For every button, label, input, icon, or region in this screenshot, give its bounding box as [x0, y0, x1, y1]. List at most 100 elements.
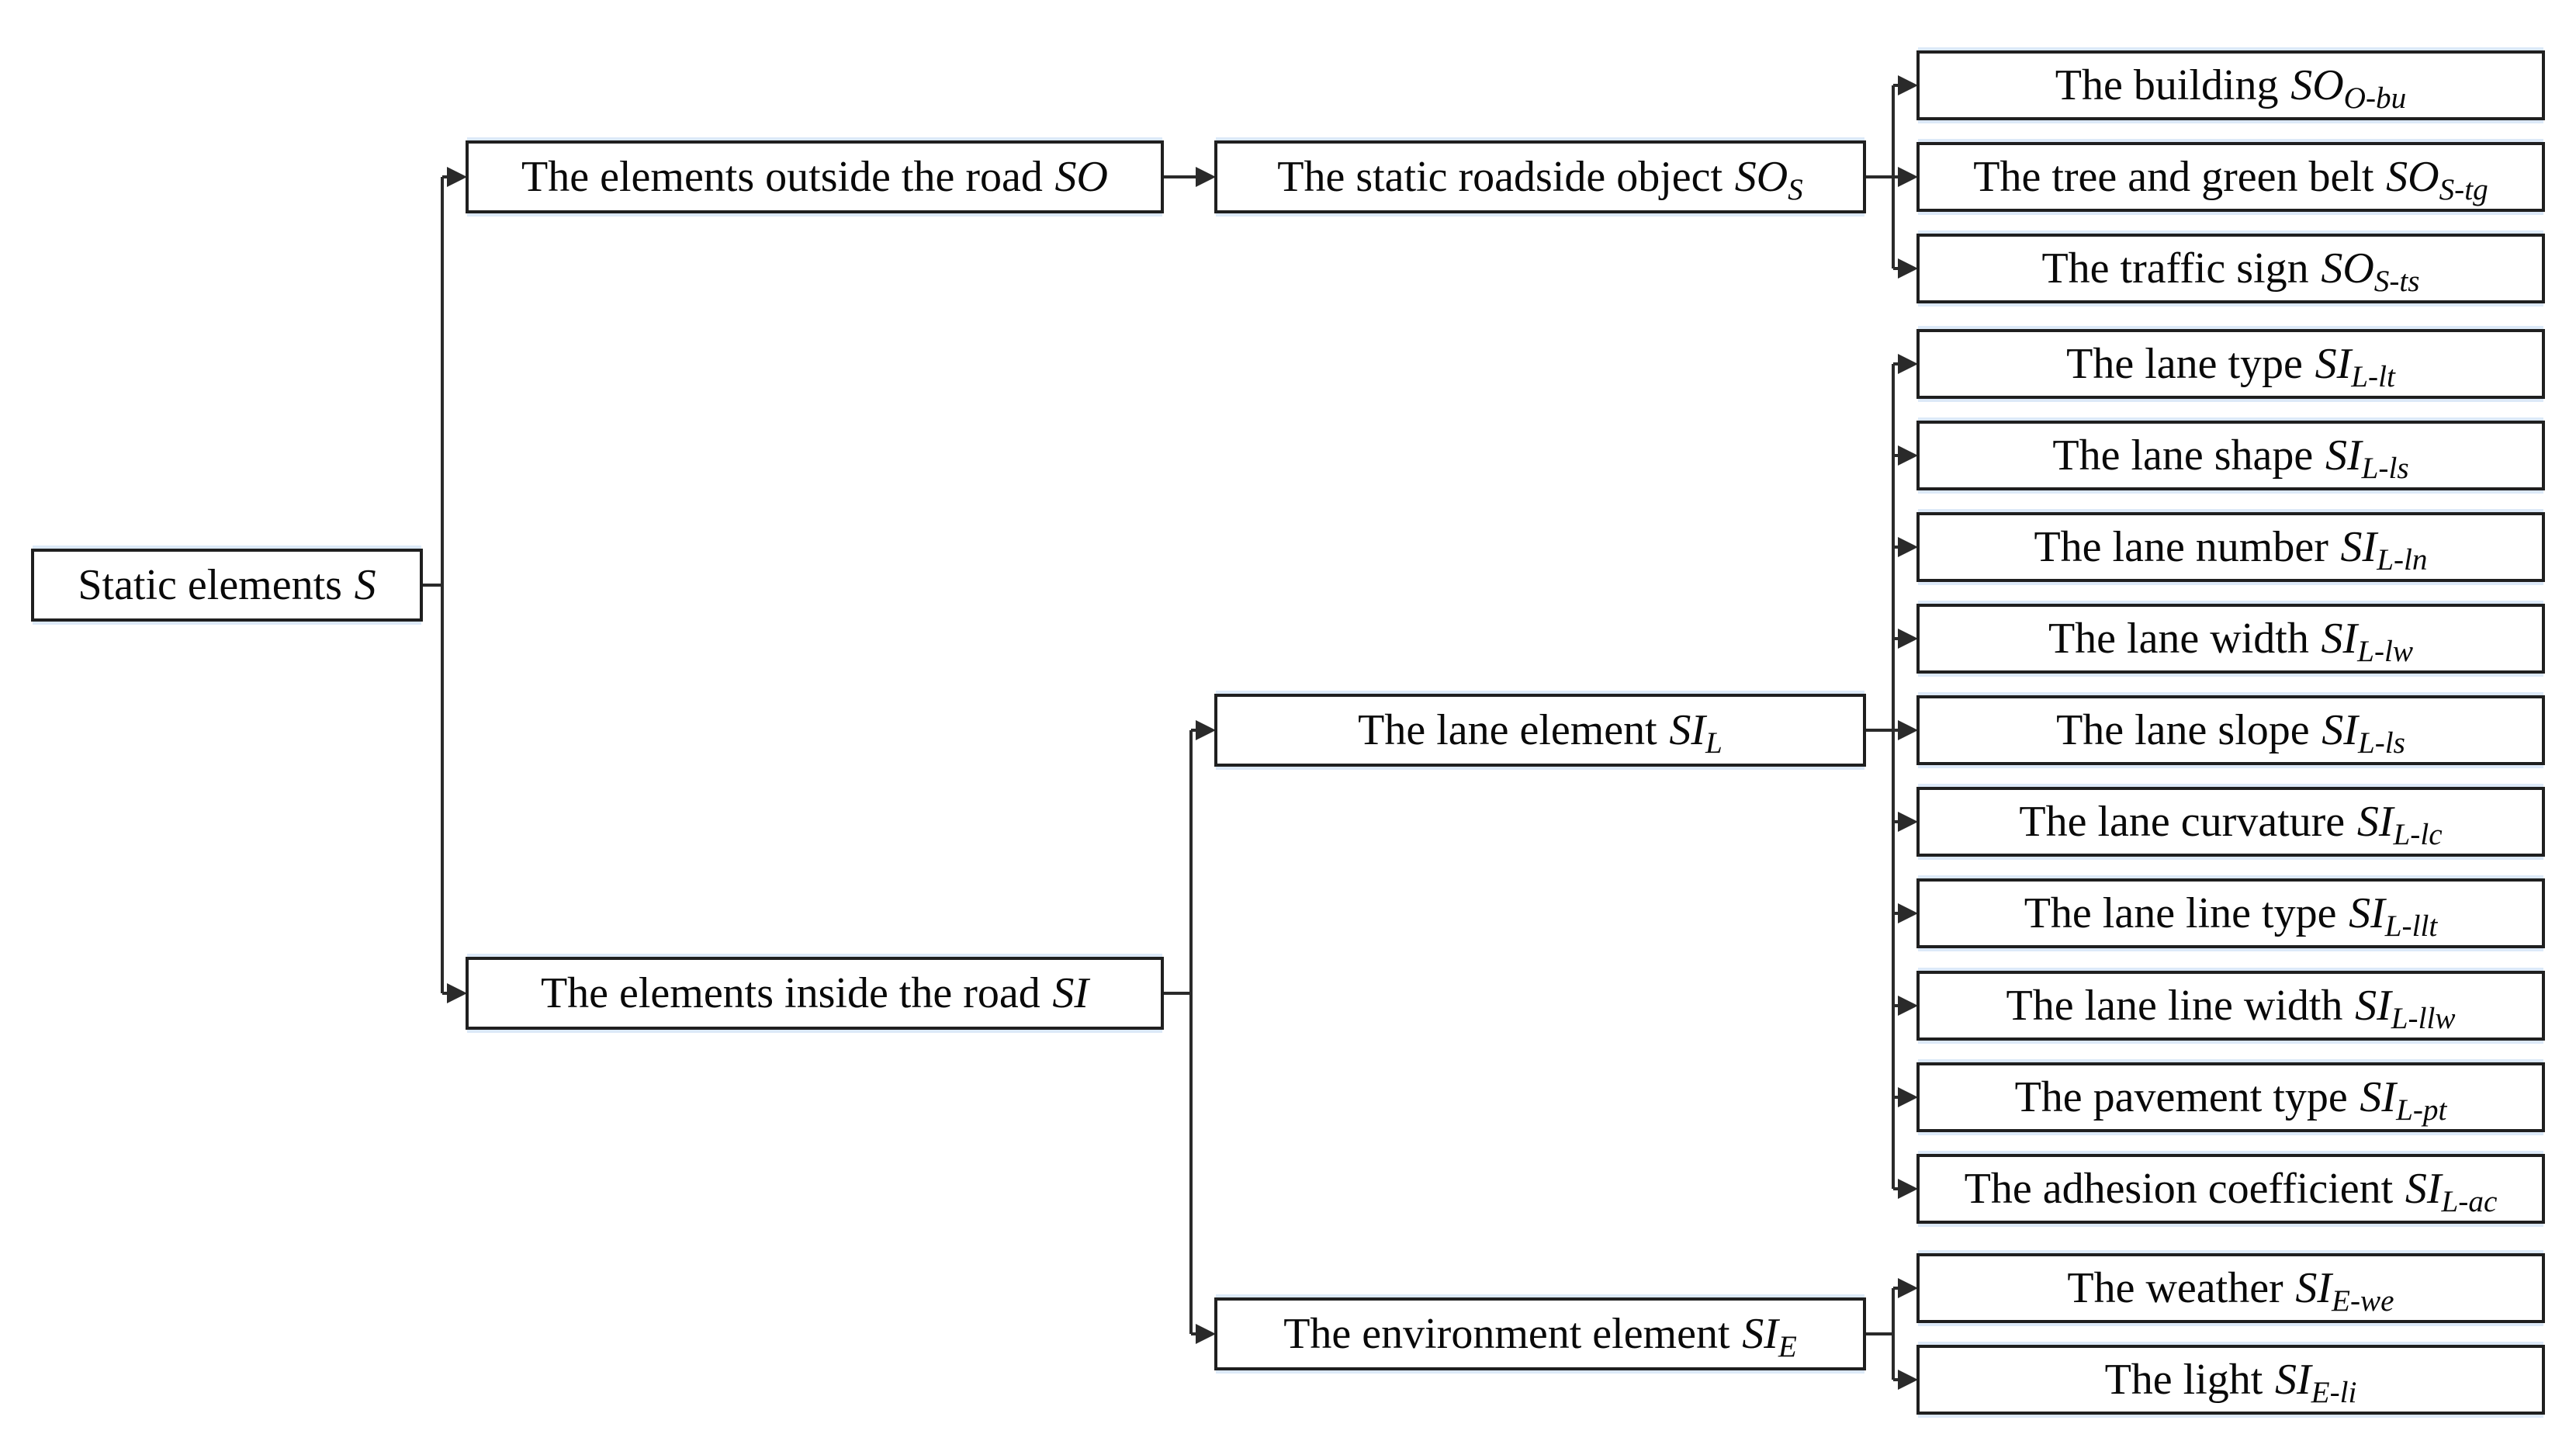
arrowhead-lane-shape: [1898, 445, 1918, 466]
node-label: The lane shape: [2052, 431, 2314, 480]
node-subscript: L-llw: [2391, 1001, 2456, 1035]
node-symbol: SI: [1052, 969, 1089, 1017]
node-symbol: SIL: [1669, 706, 1723, 760]
node-label: The adhesion coefficient: [1964, 1165, 2394, 1213]
node-symbol: SO: [1054, 153, 1108, 201]
arrowhead-pavement-type: [1898, 1087, 1918, 1107]
node-label: The lane line type: [2024, 889, 2337, 937]
connector-from-static-roadside-object: [1864, 84, 1904, 270]
node-subscript: L-ls: [2361, 451, 2409, 485]
node-label: The traffic sign: [2041, 244, 2309, 293]
node-symbol: SIL-ls: [2322, 706, 2405, 760]
arrowhead-adhesion-coefficient: [1898, 1179, 1918, 1199]
arrowhead-lane-element: [1196, 720, 1216, 740]
node-subscript: E-we: [2332, 1283, 2394, 1318]
node-symbol: S: [354, 561, 376, 609]
arrowhead-static-roadside-object: [1196, 167, 1216, 187]
node-label: Static elements: [78, 561, 342, 609]
node-symbol: SIL-llw: [2355, 982, 2456, 1035]
node-symbol: SIL-pt: [2360, 1073, 2447, 1127]
node-label: The lane curvature: [2019, 798, 2346, 846]
arrowhead-light: [1898, 1370, 1918, 1390]
node-symbol: SOO-bu: [2290, 61, 2407, 115]
node-label: The building: [2055, 61, 2279, 109]
node-label: The lane slope: [2056, 706, 2310, 754]
node-label: The weather: [2067, 1264, 2283, 1312]
connector-from-lane-element: [1864, 362, 1904, 1190]
node-symbol: SIL-lw: [2321, 615, 2414, 668]
connector-from-elements-inside-road: [1162, 729, 1202, 1335]
arrowhead-lane-curvature: [1898, 812, 1918, 832]
node-subscript: S-tg: [2439, 172, 2488, 206]
node-subscript: L-lc: [2393, 817, 2443, 851]
node-symbol: SIL-lt: [2315, 340, 2395, 393]
node-symbol: SIL-llt: [2349, 889, 2438, 943]
node-subscript: L-lw: [2357, 634, 2414, 668]
node-symbol: SIL-lc: [2356, 798, 2443, 851]
node-label: The elements inside the road: [540, 969, 1040, 1017]
node-subscript: S: [1788, 172, 1803, 206]
node-label: The lane element: [1358, 706, 1657, 754]
node-subscript: L-ac: [2441, 1184, 2498, 1218]
node-symbol: SOS-tg: [2386, 153, 2488, 206]
arrowhead-environment-element: [1196, 1324, 1216, 1344]
arrowhead-lane-slope: [1898, 720, 1918, 740]
arrowhead-weather: [1898, 1278, 1918, 1298]
node-label: The environment element: [1283, 1310, 1730, 1358]
arrowhead-elements-inside-road: [447, 983, 467, 1003]
node-symbol: SIL-ac: [2405, 1165, 2498, 1218]
arrowhead-elements-outside-road: [447, 167, 467, 187]
arrowhead-lane-width: [1898, 629, 1918, 649]
node-symbol: SOS: [1734, 153, 1803, 206]
node-label: The pavement type: [2014, 1073, 2348, 1121]
node-label: The static roadside object: [1277, 153, 1723, 201]
node-subscript: L-lt: [2351, 359, 2395, 393]
connector-from-static-elements: [421, 175, 453, 995]
arrowhead-lane-line-width: [1898, 996, 1918, 1016]
arrowhead-lane-line-type: [1898, 903, 1918, 923]
node-label: The light: [2104, 1356, 2263, 1404]
node-symbol: SIE-li: [2275, 1356, 2357, 1409]
node-subscript: L: [1705, 726, 1723, 760]
node-label: The elements outside the road: [521, 153, 1043, 201]
arrowhead-building: [1898, 75, 1918, 95]
arrowhead-traffic-sign: [1898, 258, 1918, 279]
node-subscript: O-bu: [2343, 81, 2407, 115]
node-subscript: E: [1778, 1329, 1797, 1363]
node-symbol: SOS-ts: [2321, 244, 2420, 298]
node-symbol: SIL-ln: [2340, 523, 2428, 577]
node-subscript: L-ln: [2377, 542, 2428, 577]
arrowhead-lane-type: [1898, 354, 1918, 374]
arrowhead-tree-and-green-belt: [1898, 167, 1918, 187]
node-label: The lane width: [2048, 615, 2309, 663]
node-label: The lane line width: [2006, 982, 2343, 1030]
node-subscript: L-ls: [2357, 726, 2405, 760]
node-label: The tree and green belt: [1973, 153, 2374, 201]
connector-from-environment-element: [1864, 1287, 1904, 1381]
node-subscript: E-li: [2311, 1375, 2357, 1409]
node-label: The lane type: [2066, 340, 2303, 388]
node-label: The lane number: [2034, 523, 2328, 571]
node-symbol: SIE-we: [2295, 1264, 2394, 1318]
arrowhead-lane-number: [1898, 537, 1918, 557]
